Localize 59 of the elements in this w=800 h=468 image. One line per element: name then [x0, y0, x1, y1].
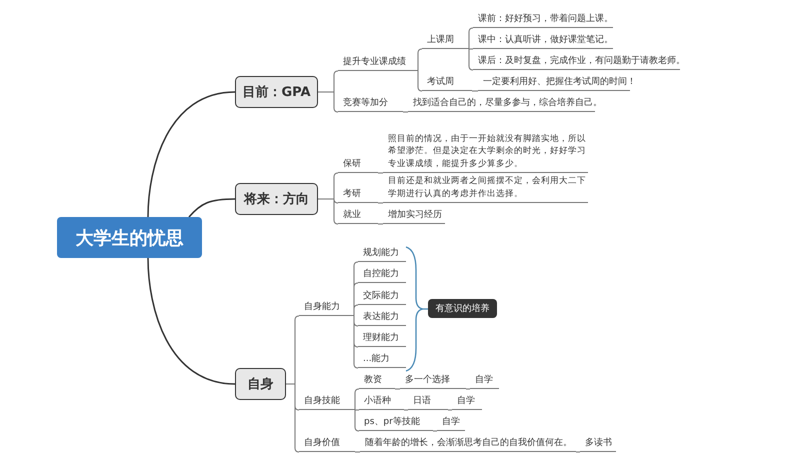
topic-label: 自身能力 [299, 300, 354, 316]
connector-line [318, 92, 338, 112]
topic-label: 找到适合自己的，尽量多参与，综合培养自己。 [408, 96, 595, 112]
connector-line [468, 48, 474, 50]
topic-label: 自学 [470, 373, 499, 389]
topic-label: 增加实习经历 [383, 208, 445, 224]
topic-label: 提升专业课成绩 [338, 55, 418, 71]
topic-label: 上课周 [422, 33, 469, 49]
topic-label: 照目前的情况，由于一开始就没有脚踏实地，所以希望渺茫。但是决定在大学剩余的时光，好好学习专业课成绩，能提升多少算多少。 [383, 129, 588, 173]
topic-label: 自控能力 [358, 267, 406, 283]
connector-line [432, 430, 438, 432]
connector-line [286, 384, 300, 452]
connector-line [394, 388, 400, 390]
topic-box: 自身 [235, 368, 286, 400]
connector-line [378, 202, 384, 204]
topic-label: 教资 [359, 373, 395, 389]
topic-box: 目前：GPA [235, 76, 318, 108]
connector-line [354, 410, 360, 432]
topic-label: 多一个选择 [400, 373, 466, 389]
topic-label: 目前还是和就业两者之间摇摆不定，会利用大二下学期进行认真的考虑并作出选择。 [383, 172, 588, 203]
connector-line [354, 304, 358, 316]
topic-label: 随着年龄的增长，会渐渐思考自己的自我价值何在。 [360, 436, 576, 452]
connector-line [468, 28, 474, 50]
topic-label: 交际能力 [358, 289, 406, 305]
topic-label: 自身价值 [299, 436, 355, 452]
topic-label: 表达能力 [358, 310, 406, 326]
connector-line [354, 316, 358, 368]
topic-box: 将来：方向 [235, 183, 318, 215]
topic-label: 就业 [338, 208, 378, 224]
connector-line [468, 48, 474, 70]
topic-label: 自学 [452, 394, 482, 410]
connector-line [466, 388, 470, 390]
connector-line [418, 48, 422, 72]
topic-label: 保研 [338, 157, 378, 173]
topic-label: 课中：认真听讲，做好课堂笔记。 [473, 33, 613, 49]
topic-label: 小语种 [359, 394, 404, 410]
topic-label: 日语 [408, 394, 448, 410]
branch-curve [147, 91, 236, 218]
topic-label: 一定要利用好、把握住考试周的时间！ [478, 75, 630, 91]
topic-label: 考试周 [422, 75, 472, 91]
connector-line [378, 172, 384, 174]
topic-label: 课前：好好预习，带着问题上课。 [473, 12, 613, 28]
topic-label: 多读书 [580, 436, 616, 452]
connector-line [472, 90, 478, 92]
topic-label: 规划能力 [358, 246, 406, 262]
topic-label: 理财能力 [358, 331, 406, 347]
topic-label: 竞赛等加分 [338, 96, 403, 112]
topic-label: 自身技能 [299, 394, 355, 410]
topic-label: 自学 [437, 415, 465, 431]
topic-label: ps、pr等技能 [359, 415, 433, 431]
topic-label: 考研 [338, 187, 378, 203]
topic-label: ...能力 [358, 352, 406, 368]
topic-label: 课后：及时复盘，完成作业，有问题勤于请教老师。 [473, 54, 680, 70]
branch-curve [147, 258, 236, 385]
central-topic-box: 大学生的忧思 [57, 217, 202, 258]
branch-curve [188, 198, 236, 218]
connector-line [354, 388, 360, 410]
connector-line [418, 70, 422, 92]
callout-box: 有意识的培养 [428, 299, 497, 318]
